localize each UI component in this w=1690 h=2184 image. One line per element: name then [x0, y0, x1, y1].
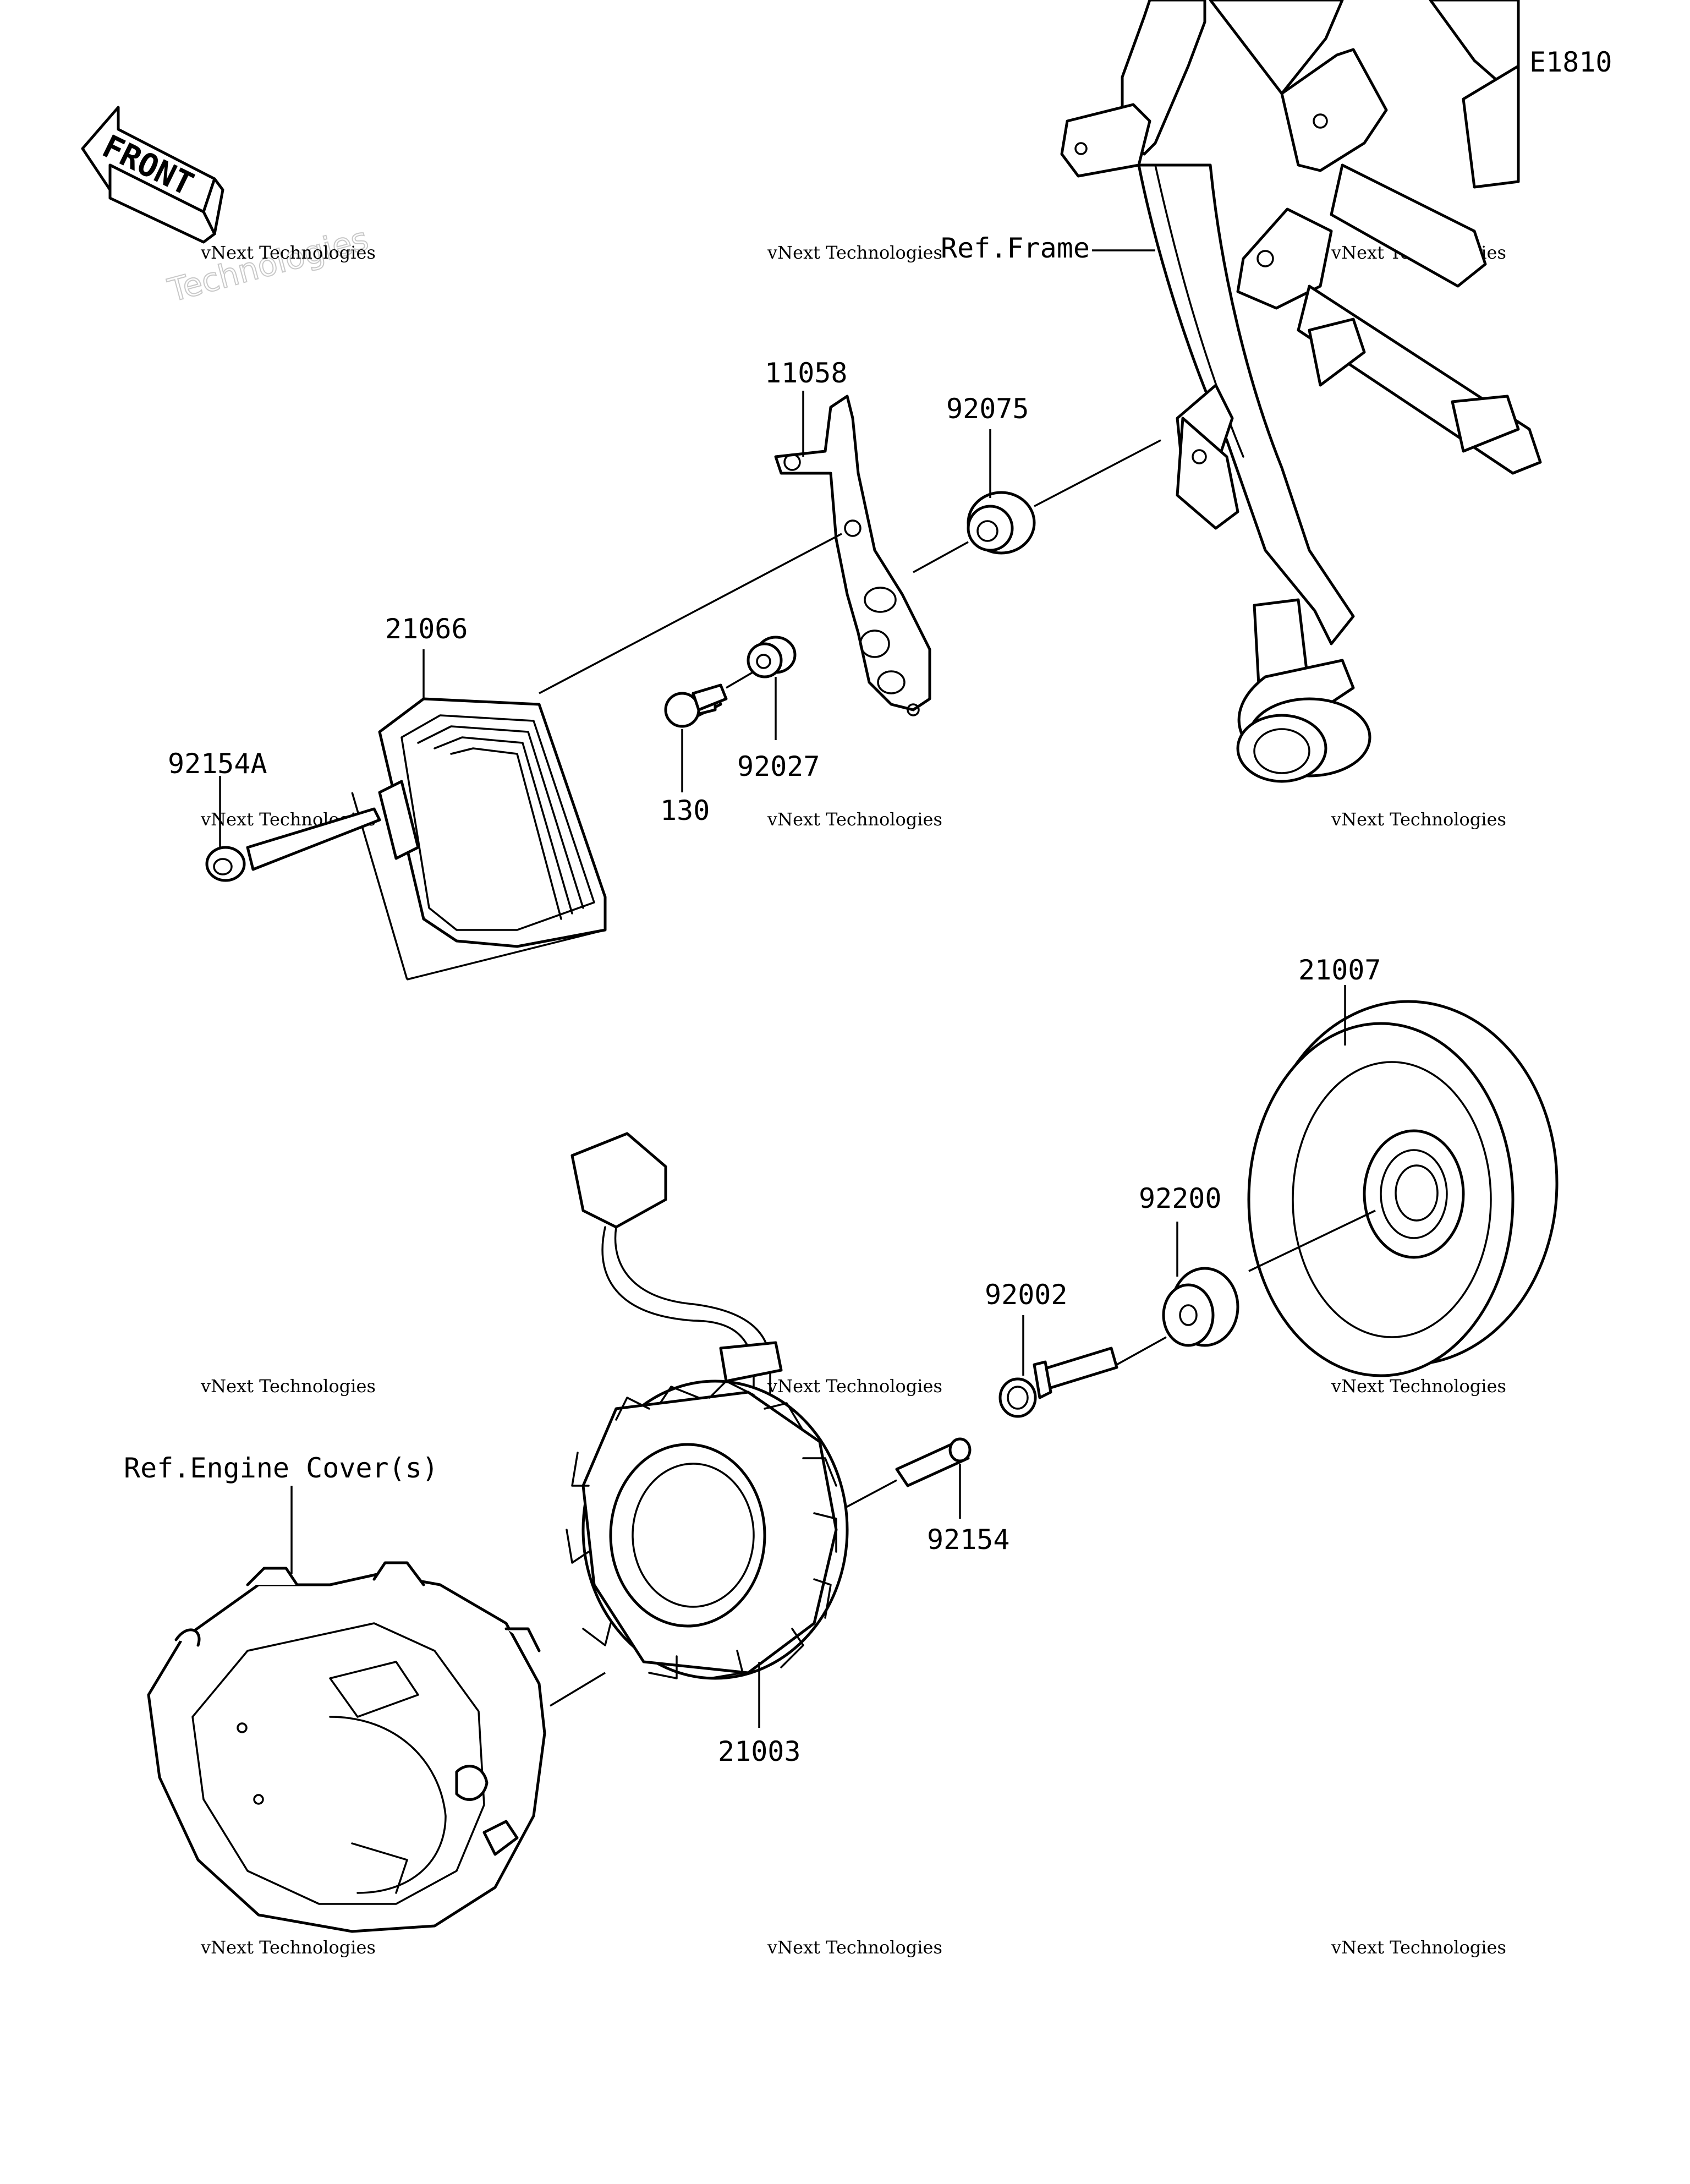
watermark-text: vNext Technologies: [767, 809, 942, 830]
stator-21003: [566, 1132, 849, 1680]
frame-drawing: [1060, 0, 1542, 783]
watermark-text: vNext Technologies: [1331, 809, 1506, 830]
stator-bolt-92154: [895, 1437, 972, 1487]
watermark-text: vNext Technologies: [200, 242, 376, 263]
part-label-130: 130: [660, 795, 710, 826]
ref-engine-cover-label: Ref.Engine Cover(s): [124, 1452, 438, 1484]
part-label-92200: 92200: [1139, 1183, 1222, 1214]
bracket-11058: [774, 395, 931, 716]
part-label-92002: 92002: [985, 1279, 1068, 1311]
ref-frame-label: Ref.Frame: [941, 232, 1090, 264]
watermark-text: vNext Technologies: [200, 1376, 376, 1397]
diagram-code: E1810: [1529, 46, 1612, 78]
watermark-text: vNext Technologies: [767, 1376, 942, 1397]
part-label-21066: 21066: [385, 613, 468, 645]
watermark-text: vNext Technologies: [1331, 1937, 1506, 1958]
watermark-text: vNext Technologies: [200, 1937, 376, 1958]
bolt-92154A: [205, 807, 381, 882]
flywheel-bolt-92002: [998, 1346, 1118, 1418]
washer-92200: [1162, 1267, 1239, 1347]
watermark-text: vNext Technologies: [767, 1937, 942, 1958]
collar-92027: [747, 636, 797, 678]
bolt-130: [664, 683, 728, 728]
part-label-92027: 92027: [737, 751, 820, 782]
engine-cover-drawing: [147, 1561, 546, 1933]
part-label-92154: 92154: [927, 1524, 1010, 1556]
part-label-21007: 21007: [1298, 954, 1381, 986]
regulator-rectifier-21066: [378, 697, 607, 948]
watermark-text: vNext Technologies: [767, 242, 942, 263]
part-label-21003: 21003: [718, 1736, 801, 1767]
flywheel-21007: [1247, 1000, 1559, 1377]
rubber-damper-92075: [967, 491, 1036, 555]
part-label-92075: 92075: [946, 393, 1029, 425]
part-label-11058: 11058: [765, 357, 848, 389]
front-arrow-icon: FRONT: [81, 106, 224, 244]
watermark-text: vNext Technologies: [1331, 1376, 1506, 1397]
part-label-92154A: 92154A: [168, 748, 267, 780]
